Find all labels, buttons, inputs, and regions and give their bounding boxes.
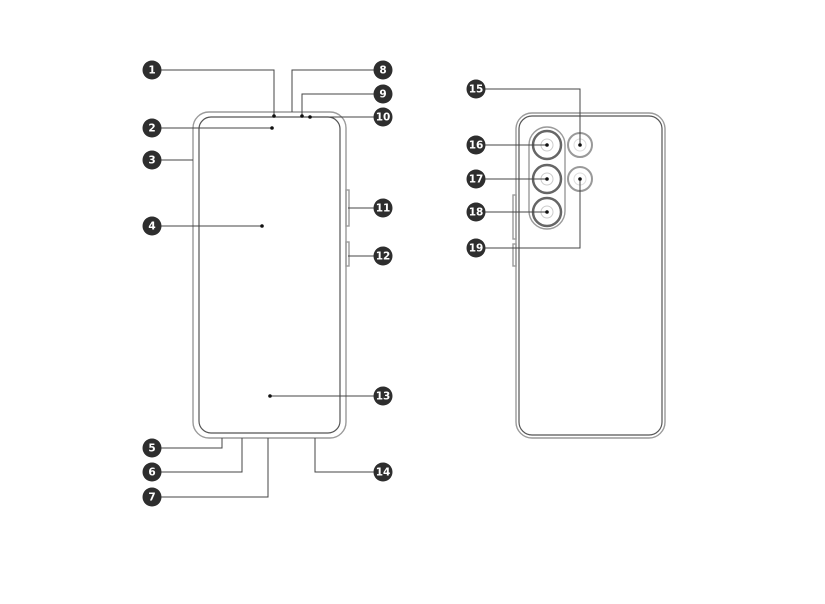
pointer-dot (545, 210, 549, 214)
leader-line (291, 69, 383, 112)
callout-badge: 16 (466, 135, 486, 155)
callout-badge: 12 (373, 246, 393, 266)
callout-number: 2 (148, 123, 155, 135)
leader-line (301, 93, 383, 116)
callout-number: 16 (469, 140, 484, 152)
callout-badge: 17 (466, 169, 486, 189)
callout-number: 13 (376, 391, 391, 403)
pointer-dot (260, 224, 264, 228)
pointer-dot (578, 177, 582, 181)
pointer-dot (545, 143, 549, 147)
callout-number: 14 (376, 467, 391, 479)
phone-back (512, 112, 666, 439)
callout-number: 12 (376, 251, 391, 263)
callout-badge: 15 (466, 79, 486, 99)
callout-number: 17 (469, 174, 484, 186)
pointer-dot (578, 143, 582, 147)
callout-badge: 4 (142, 216, 162, 236)
callout-number: 8 (379, 65, 386, 77)
pointer-dot (272, 114, 276, 118)
callout-number: 15 (469, 84, 484, 96)
callout-badge: 5 (142, 438, 162, 458)
leader-line (476, 179, 581, 249)
leader-line (152, 438, 269, 498)
pointer-dot (270, 126, 274, 130)
callout-badge: 9 (373, 84, 393, 104)
callout-badge: 10 (373, 107, 393, 127)
leader-line (152, 438, 243, 473)
camera-module (528, 126, 566, 230)
callout-number: 7 (148, 492, 155, 504)
callout-badge: 19 (466, 238, 486, 258)
leader-line (152, 438, 223, 449)
pointer-dot (545, 177, 549, 181)
side-key (345, 241, 350, 267)
callout-number: 11 (376, 203, 391, 215)
callout-number: 4 (148, 221, 155, 233)
callout-badge: 7 (142, 487, 162, 507)
leader-line (314, 438, 383, 473)
callout-number: 3 (148, 155, 155, 167)
callout-badge: 2 (142, 118, 162, 138)
pointer-dot (268, 394, 272, 398)
callout-badge: 1 (142, 60, 162, 80)
callout-number: 10 (376, 112, 391, 124)
callout-badge: 18 (466, 202, 486, 222)
callout-number: 18 (469, 207, 484, 219)
leader-lines (152, 69, 582, 498)
leader-line (476, 88, 581, 145)
callout-badge: 14 (373, 462, 393, 482)
phone-front (192, 111, 350, 439)
callout-number: 19 (469, 243, 484, 255)
callout-number: 5 (148, 443, 155, 455)
callout-badge: 13 (373, 386, 393, 406)
callout-badge: 3 (142, 150, 162, 170)
callout-number: 6 (148, 467, 155, 479)
pointer-dot (300, 114, 304, 118)
leader-line (152, 69, 275, 116)
callout-badge: 6 (142, 462, 162, 482)
callout-number: 9 (379, 89, 386, 101)
callout-badge: 8 (373, 60, 393, 80)
callout-number: 1 (148, 65, 155, 77)
pointer-dot (308, 115, 312, 119)
callout-badge: 11 (373, 198, 393, 218)
